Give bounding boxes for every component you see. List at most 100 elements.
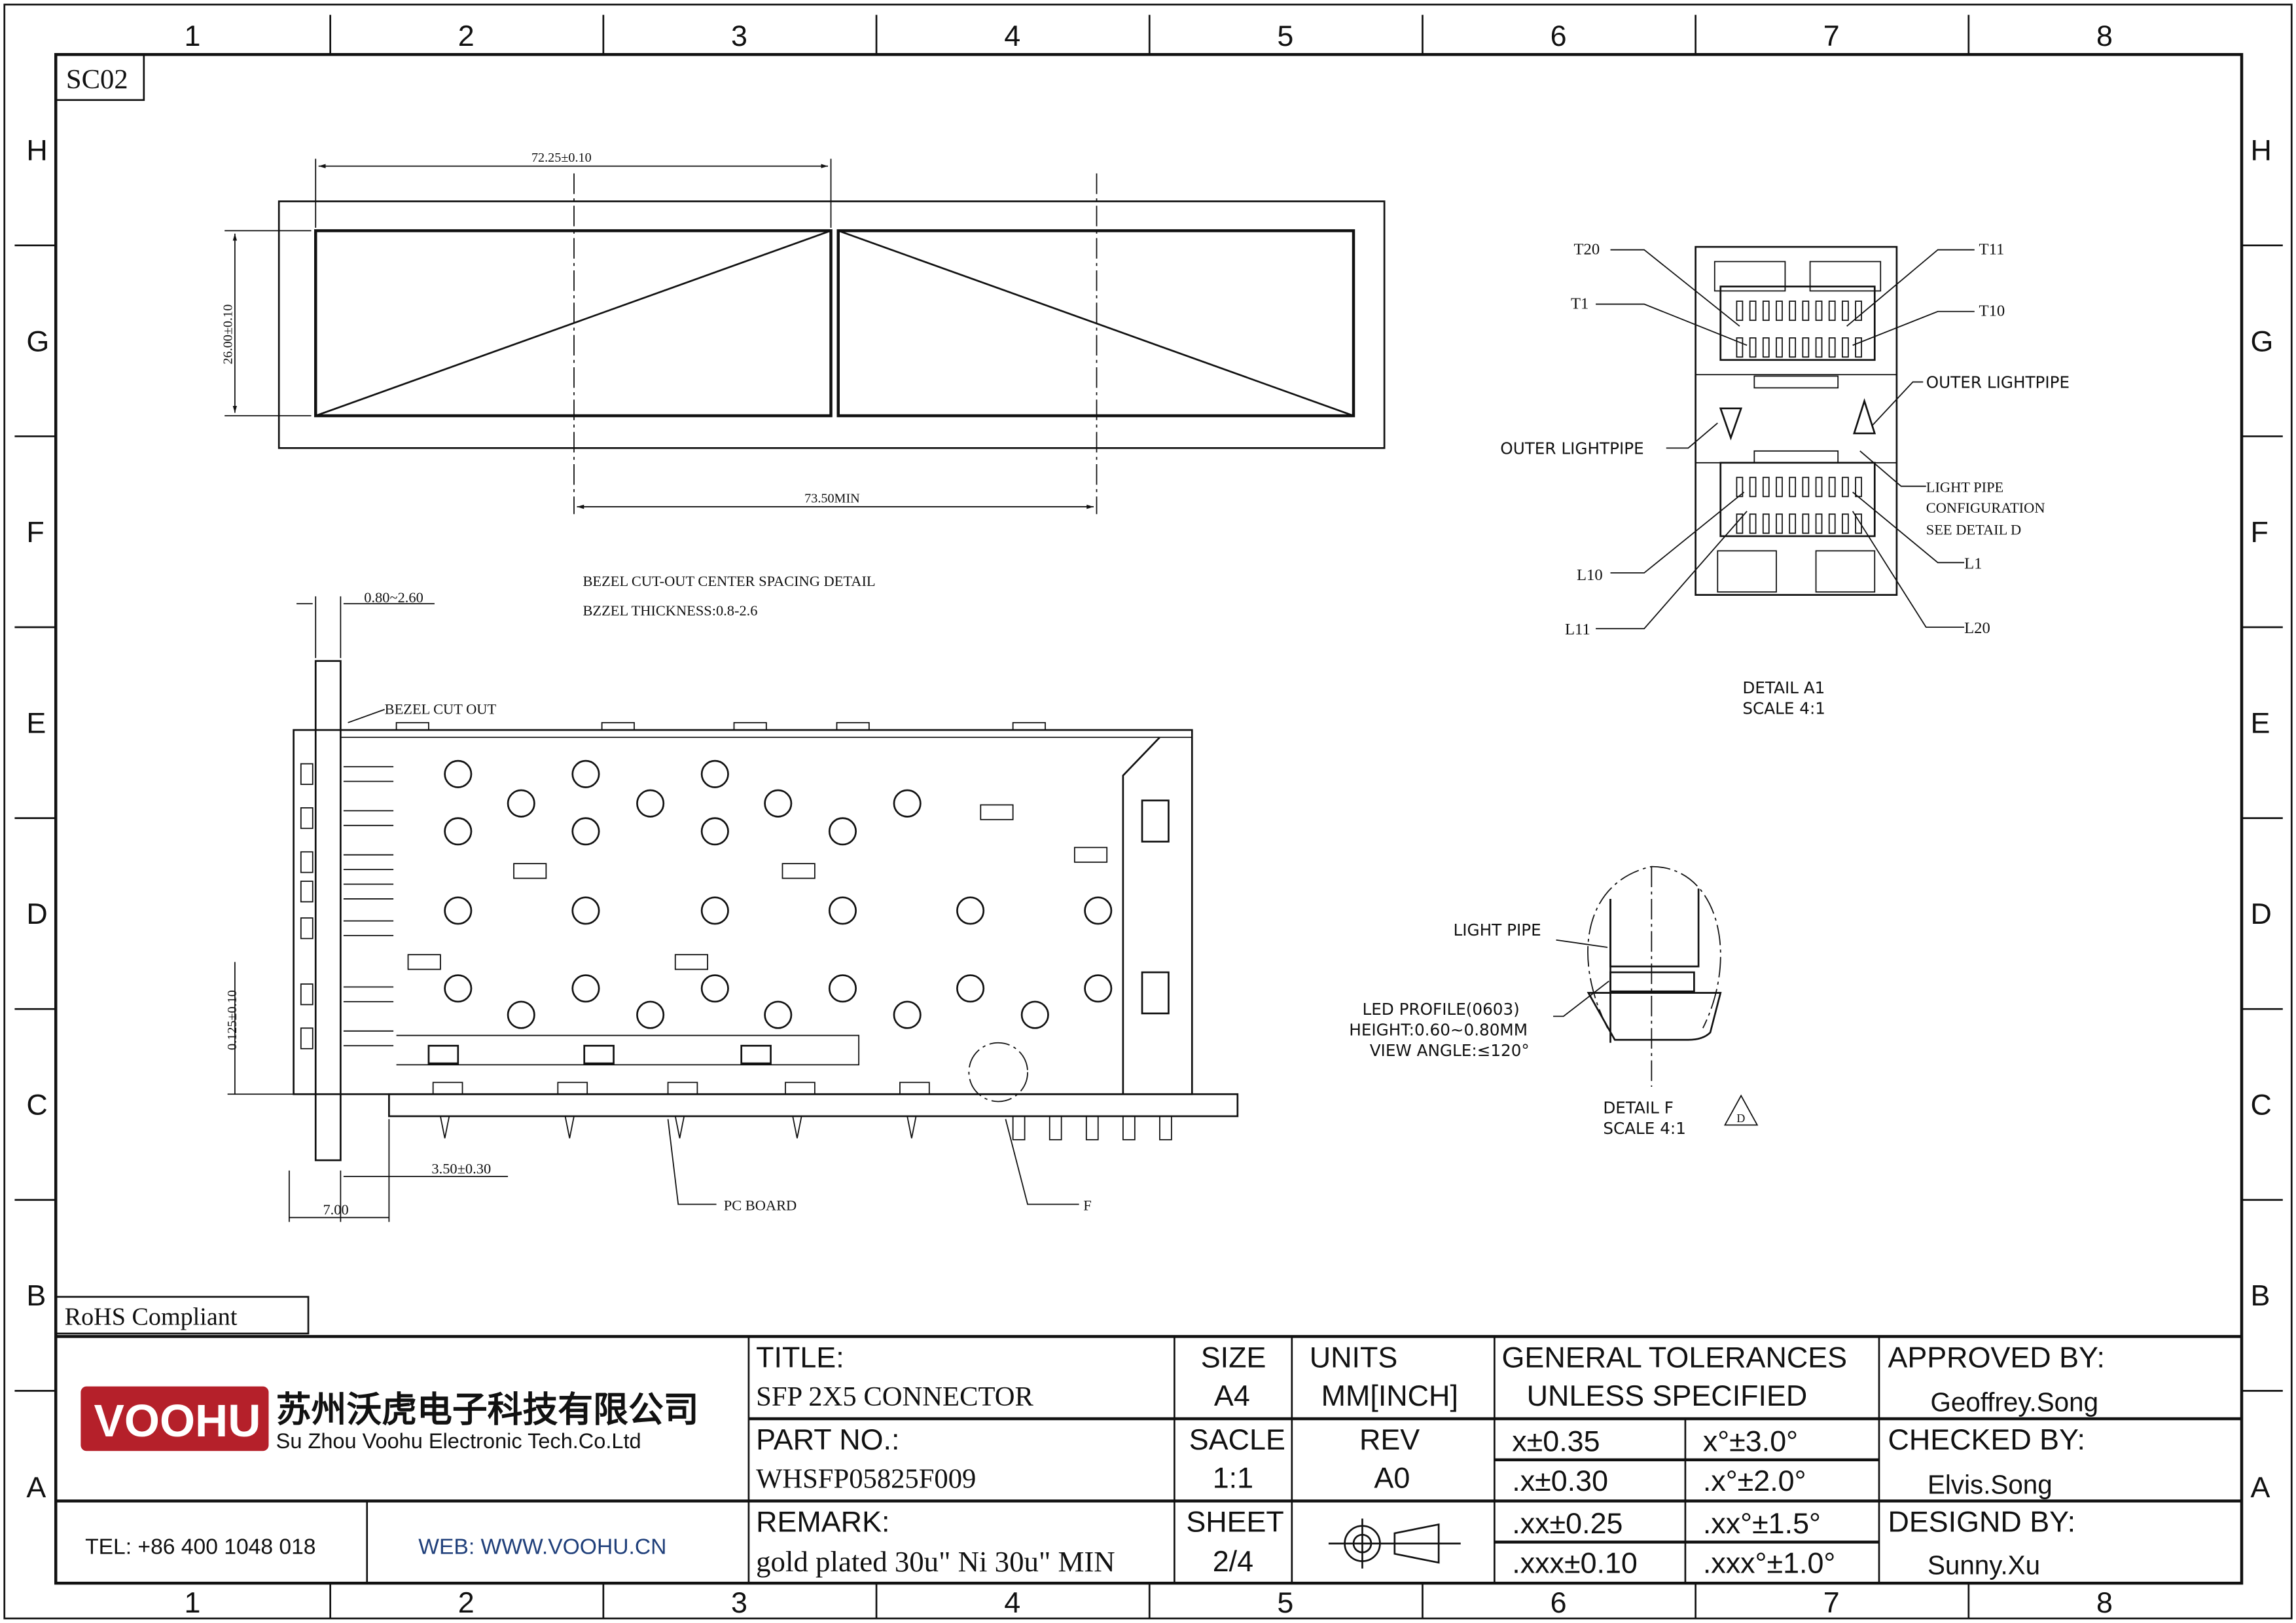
led-profile: LED PROFILE(0603) xyxy=(1362,1000,1519,1019)
contact-pin xyxy=(1736,477,1744,498)
detail-a1-title: DETAIL A1 xyxy=(1742,678,1825,697)
column-label-top: 8 xyxy=(2096,19,2113,52)
tol-angular-1: .x°±2.0° xyxy=(1703,1464,1806,1497)
shield-tab xyxy=(781,863,816,879)
shield-hole xyxy=(700,974,729,1003)
bezel-cutout-view xyxy=(224,158,1386,515)
column-label-bottom: 8 xyxy=(2096,1586,2113,1619)
contact-pin xyxy=(1736,301,1744,321)
shield-hole xyxy=(956,974,985,1003)
led-view-angle: VIEW ANGLE:≤120° xyxy=(1370,1041,1530,1060)
row-label-right: B xyxy=(2250,1279,2270,1312)
contact-pin xyxy=(1815,301,1823,321)
label-t1: T1 xyxy=(1571,295,1588,312)
row-label-left: D xyxy=(26,897,47,930)
tol-linear-2: .xx±0.25 xyxy=(1512,1506,1623,1540)
company-web: WEB: WWW.VOOHU.CN xyxy=(418,1535,666,1559)
contact-pin xyxy=(1815,337,1823,358)
row-label-right: A xyxy=(2250,1470,2270,1504)
remark-label: REMARK: xyxy=(756,1505,889,1539)
row-label-left: C xyxy=(26,1088,47,1122)
dim-3-50: 3.50±0.30 xyxy=(431,1160,491,1176)
shield-hole xyxy=(507,789,535,818)
shield-hole xyxy=(1084,896,1113,925)
contact-pin xyxy=(1855,477,1862,498)
shield-hole xyxy=(828,896,857,925)
shield-tab xyxy=(1073,847,1108,863)
pc-board-label: PC BOARD xyxy=(724,1197,797,1213)
contact-pin xyxy=(1855,301,1862,321)
board-pin xyxy=(1159,1116,1172,1140)
column-label-top: 5 xyxy=(1277,19,1293,52)
column-label-bottom: 3 xyxy=(731,1586,747,1619)
side-latch xyxy=(1141,799,1170,843)
rohs-label: RoHS Compliant xyxy=(65,1303,238,1330)
row-label-left: E xyxy=(26,706,46,740)
board-pin xyxy=(674,1116,685,1139)
shield-hole xyxy=(764,789,793,818)
checked-by: Elvis.Song xyxy=(1928,1469,2053,1499)
contact-pin xyxy=(1815,477,1823,498)
voohu-logo-text: VOOHU xyxy=(94,1395,261,1446)
row-label-right: E xyxy=(2250,706,2270,740)
title-value: SFP 2X5 CONNECTOR xyxy=(756,1381,1033,1412)
contact-pin xyxy=(1776,337,1783,358)
shield-hole xyxy=(444,974,473,1003)
sheet-id: SC02 xyxy=(66,64,128,95)
designed-by: Sunny.Xu xyxy=(1928,1550,2040,1580)
shield-hole xyxy=(571,896,600,925)
column-label-top: 2 xyxy=(458,19,475,52)
label-t20: T20 xyxy=(1573,240,1600,258)
scale-value: 1:1 xyxy=(1213,1461,1253,1494)
shield-tab xyxy=(407,954,441,970)
shield-hole xyxy=(1084,974,1113,1003)
contact-pin xyxy=(1842,477,1849,498)
checked-label: CHECKED BY: xyxy=(1888,1423,2085,1456)
shield-hole xyxy=(700,896,729,925)
sheet-id-box xyxy=(54,53,145,101)
remark-value: gold plated 30u" Ni 30u" MIN xyxy=(756,1545,1115,1578)
contact-pin xyxy=(1749,337,1757,358)
contact-pin xyxy=(1802,301,1810,321)
units-label: UNITS xyxy=(1310,1340,1398,1374)
detail-f-callout: F xyxy=(1083,1197,1091,1213)
side-latch xyxy=(1141,971,1170,1015)
shield-hole xyxy=(700,817,729,846)
shield-hole xyxy=(764,1000,793,1029)
designed-label: DESIGND BY: xyxy=(1888,1505,2075,1539)
shield-tab xyxy=(674,954,709,970)
column-label-bottom: 4 xyxy=(1004,1586,1020,1619)
company-name-cn: 苏州沃虎电子科技有限公司 xyxy=(276,1390,699,1429)
column-label-bottom: 2 xyxy=(458,1586,475,1619)
title-label: TITLE: xyxy=(756,1340,844,1374)
contact-pin xyxy=(1828,301,1836,321)
shield-hole xyxy=(571,974,600,1003)
shield-hole xyxy=(828,817,857,846)
detail-a1-view xyxy=(1596,246,1975,630)
shield-hole xyxy=(444,759,473,788)
contact-pin xyxy=(1749,477,1757,498)
light-pipe-label: LIGHT PIPE xyxy=(1454,921,1541,939)
column-label-bottom: 6 xyxy=(1551,1586,1567,1619)
tol-linear-3: .xxx±0.10 xyxy=(1512,1546,1638,1579)
outer-lightpipe-right: OUTER LIGHTPIPE xyxy=(1926,373,2070,392)
contact-pin xyxy=(1802,337,1810,358)
bezel-note-1: BEZEL CUT-OUT CENTER SPACING DETAIL xyxy=(583,573,875,589)
shield-slot xyxy=(427,1044,459,1065)
shield-hole xyxy=(444,817,473,846)
tol-angular-2: .xx°±1.5° xyxy=(1703,1506,1821,1540)
rohs-box xyxy=(54,1296,310,1335)
tolerance-title-1: GENERAL TOLERANCES xyxy=(1502,1340,1848,1374)
contact-pin xyxy=(1842,337,1849,358)
shield-hole xyxy=(700,759,729,788)
sheet-value: 2/4 xyxy=(1213,1544,1253,1578)
label-l10: L10 xyxy=(1577,566,1603,584)
sheet-label: SHEET xyxy=(1186,1505,1284,1539)
contact-pin xyxy=(1802,477,1810,498)
board-pin xyxy=(792,1116,802,1139)
dim-7-00: 7.00 xyxy=(323,1201,348,1218)
label-l11: L11 xyxy=(1565,621,1590,638)
row-label-left: H xyxy=(26,134,47,167)
side-view xyxy=(227,596,1239,1222)
